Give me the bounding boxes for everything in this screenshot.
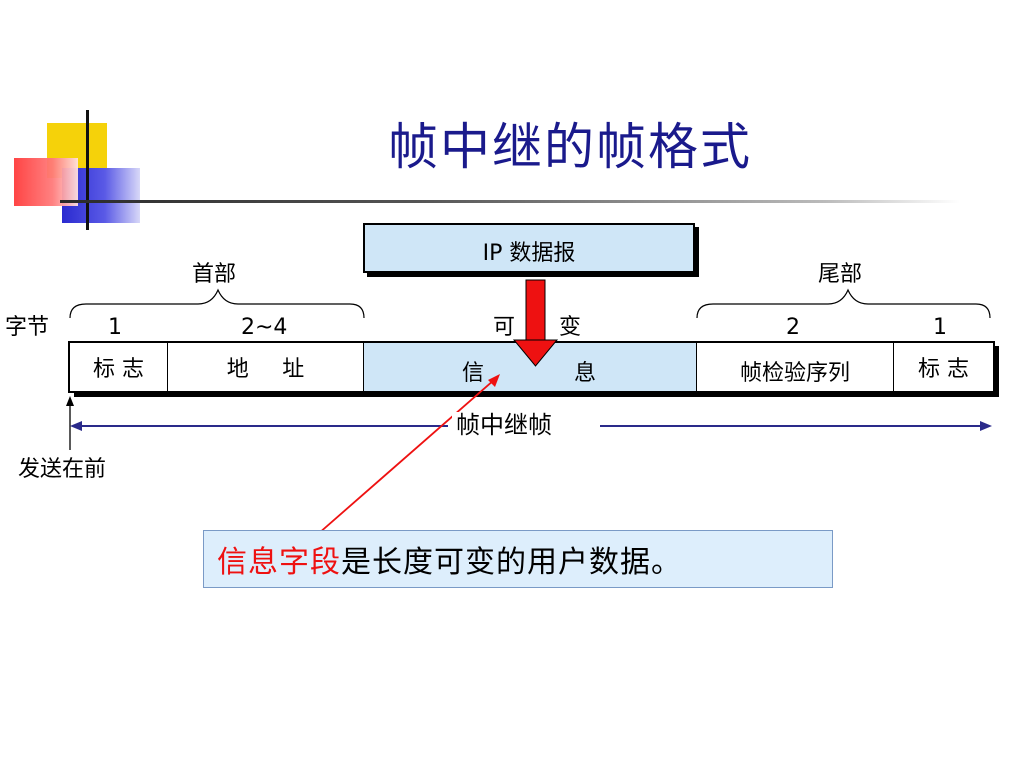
field-address: 地 址 <box>168 343 364 391</box>
byte-count-flag-end: 1 <box>933 315 947 340</box>
trailer-brace <box>696 288 991 319</box>
byte-count-info-a: 可 <box>493 315 516 340</box>
note-box: 信息字段是长度可变的用户数据。 <box>203 530 833 588</box>
send-first-label: 发送在前 <box>18 457 107 482</box>
ip-datagram-box: IP 数据报 <box>363 223 695 273</box>
header-brace <box>69 288 365 319</box>
bytes-label: 字节 <box>5 315 50 340</box>
byte-count-flag-start: 1 <box>108 315 122 340</box>
send-first-arrow-head <box>66 396 74 406</box>
frame-span-right-head <box>980 421 992 431</box>
field-fcs-label: 帧检验序列 <box>739 361 850 386</box>
field-address-label-b: 址 <box>282 357 305 382</box>
red-arrow-shaft <box>525 279 546 343</box>
ip-datagram-label: IP 数据报 <box>482 241 576 266</box>
byte-count-info-b: 变 <box>559 315 582 340</box>
page-title: 帧中继的帧格式 <box>388 118 752 176</box>
field-address-label-a: 地 <box>226 357 249 382</box>
note-text: 是长度可变的用户数据。 <box>341 545 682 580</box>
trailer-label: 尾部 <box>818 262 863 287</box>
byte-count-fcs: 2 <box>786 315 800 340</box>
field-flag-end-label: 标 志 <box>918 357 969 382</box>
frame-label: 帧中继帧 <box>452 412 556 438</box>
deco-red-square <box>14 158 78 206</box>
field-information: 信 息 <box>364 343 697 391</box>
field-flag-start-label: 标 志 <box>93 357 144 382</box>
title-rule <box>60 200 960 203</box>
note-pointer-line <box>301 379 495 549</box>
frame-span-left-head <box>70 421 82 431</box>
field-information-label-b: 息 <box>573 361 596 386</box>
note-highlight: 信息字段 <box>217 545 341 580</box>
header-label: 首部 <box>192 262 237 287</box>
field-information-label-a: 信 <box>462 361 485 386</box>
field-flag-end: 标 志 <box>894 343 993 391</box>
field-fcs: 帧检验序列 <box>697 343 894 391</box>
byte-count-address: 2~4 <box>241 315 288 340</box>
deco-vertical-line <box>86 110 89 230</box>
field-flag-start: 标 志 <box>70 343 168 391</box>
